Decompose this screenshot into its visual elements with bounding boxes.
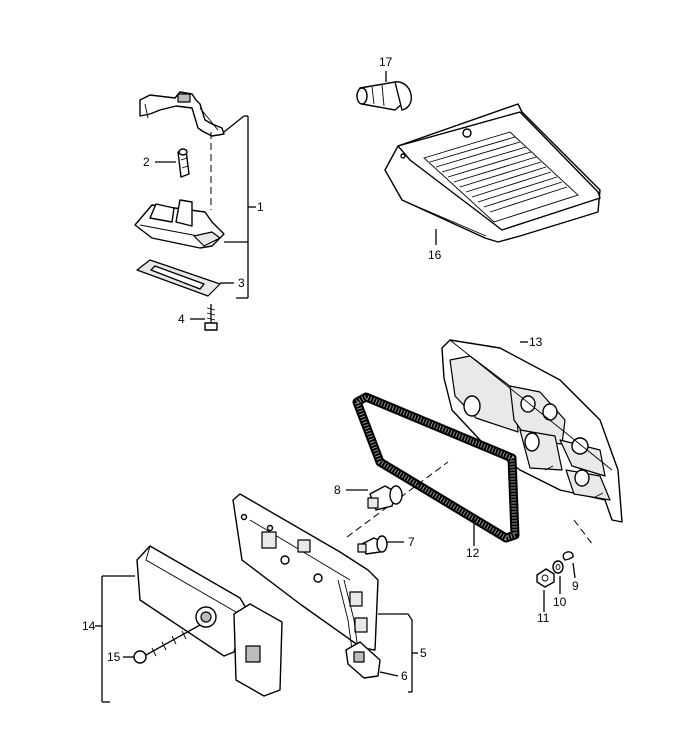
leader-lines <box>123 71 576 677</box>
bulb-17 <box>356 81 412 111</box>
washer-9 <box>562 551 574 561</box>
callout-8: 8 <box>334 483 341 497</box>
callout-7: 7 <box>408 535 415 549</box>
bulb-8 <box>367 485 403 511</box>
callout-17: 17 <box>379 55 393 69</box>
bracket-callout-1 <box>223 115 256 299</box>
gasket-12 <box>352 392 520 543</box>
lamp-cover-16 <box>384 103 601 243</box>
callout-14: 14 <box>82 619 96 633</box>
bulb-7 <box>357 535 388 555</box>
bracket-callout-14 <box>95 575 135 703</box>
bulb-carrier-plate <box>232 493 379 651</box>
callout-1: 1 <box>257 200 264 214</box>
callout-13: 13 <box>529 335 543 349</box>
screw-15 <box>133 624 201 664</box>
tail-light-housing-13 <box>441 339 623 523</box>
bulb-2 <box>177 148 190 178</box>
callout-labels: 1 2 3 4 5 6 7 8 9 10 11 12 13 14 15 16 1… <box>82 55 579 683</box>
screw-4 <box>204 304 218 331</box>
lens-carrier-14 <box>136 545 283 697</box>
nut-11 <box>536 568 555 588</box>
assembly-axis-nut <box>573 519 594 546</box>
callout-5: 5 <box>420 646 427 660</box>
callout-16: 16 <box>428 248 442 262</box>
callout-4: 4 <box>178 312 185 326</box>
lamp-lens-3 <box>136 259 221 297</box>
bracket-callout-5 <box>378 613 418 693</box>
callout-11: 11 <box>537 611 550 625</box>
washer-10 <box>552 560 564 574</box>
cover-ribs <box>429 136 568 213</box>
callout-3: 3 <box>238 276 245 290</box>
lamp-housing <box>134 199 225 249</box>
connector-6 <box>345 641 381 679</box>
callout-9: 9 <box>572 579 579 593</box>
mounting-bracket <box>139 91 225 137</box>
callout-15: 15 <box>107 650 121 664</box>
callout-6: 6 <box>401 669 408 683</box>
callout-10: 10 <box>553 595 567 609</box>
assembly-axis-main <box>346 461 449 538</box>
callout-2: 2 <box>143 155 150 169</box>
callout-12: 12 <box>466 546 480 560</box>
